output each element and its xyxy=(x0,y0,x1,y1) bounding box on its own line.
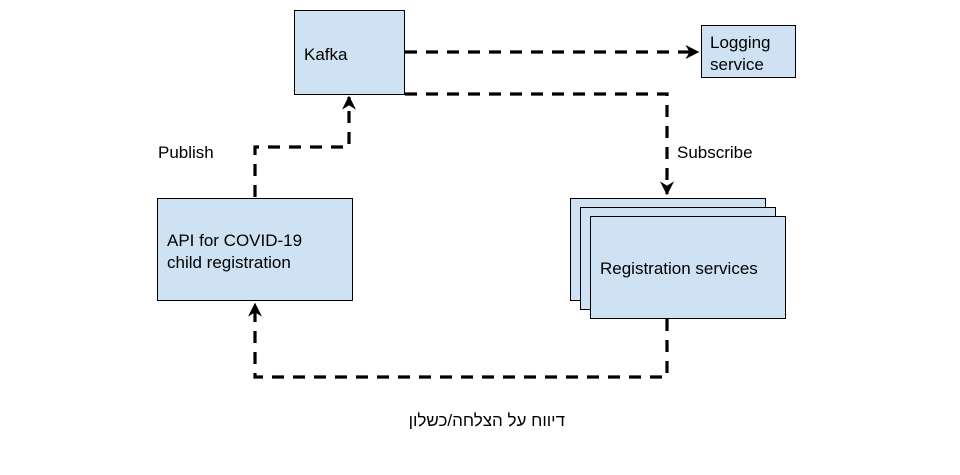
edge-report xyxy=(248,302,669,379)
report-label: דיווח על הצלחה/כשלון xyxy=(408,411,565,430)
api-label-line1: API for COVID-19 xyxy=(167,231,303,250)
kafka-label: Kafka xyxy=(304,45,348,64)
edge-subscribe xyxy=(405,92,674,196)
edge-publish xyxy=(253,95,356,197)
logging-label-line1: Logging xyxy=(710,33,771,52)
api-label-line2: child registration xyxy=(167,253,291,272)
registration-services-node: Registration services xyxy=(590,216,786,319)
kafka-node: Kafka xyxy=(294,10,405,95)
logging-service-node: Logging service xyxy=(701,25,796,78)
subscribe-label: Subscribe xyxy=(677,143,753,162)
logging-label-line2: service xyxy=(710,55,764,74)
publish-label: Publish xyxy=(158,143,214,162)
registration-label: Registration services xyxy=(600,259,758,278)
api-node: API for COVID-19 child registration xyxy=(157,198,353,301)
